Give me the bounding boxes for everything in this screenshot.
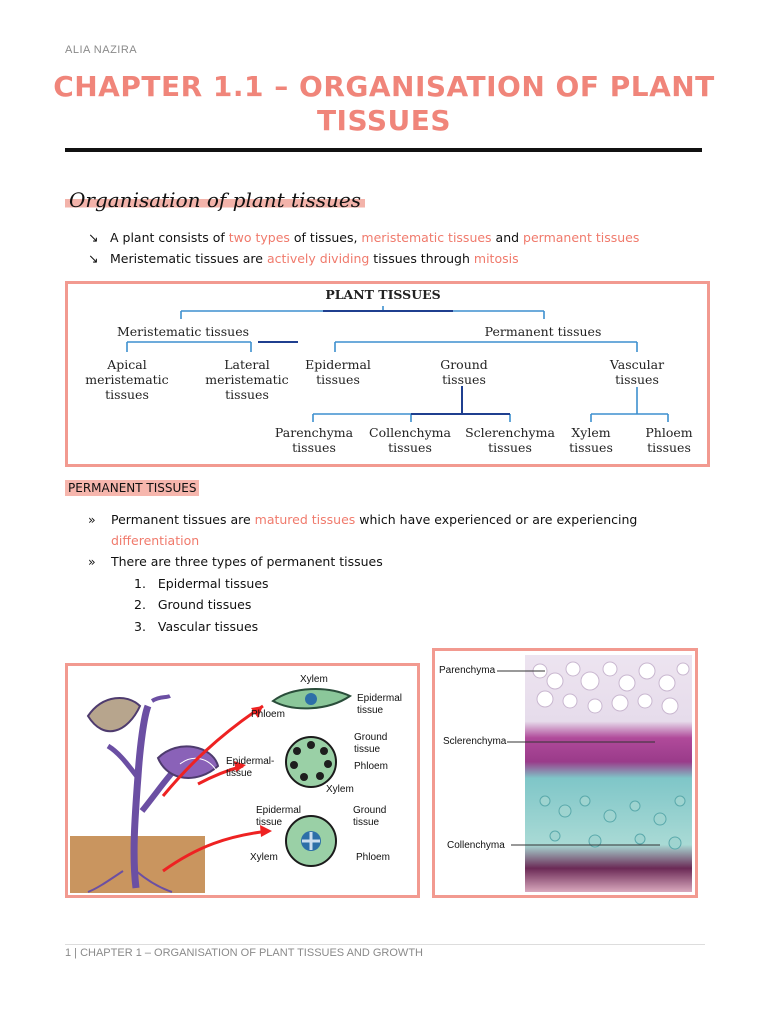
- plant-illustration: [70, 688, 353, 893]
- title-divider: [65, 148, 702, 152]
- section-title-permanent: PERMANENT TISSUES: [65, 480, 200, 496]
- perm-bullet-2: »There are three types of permanent tiss…: [88, 551, 383, 572]
- arrow-bullet-icon: ↘: [88, 251, 99, 266]
- page-title: CHAPTER 1.1 – ORGANISATION OF PLANT TISS…: [40, 70, 728, 138]
- label-phloem-bot: Phloem: [356, 852, 390, 863]
- node-plant-tissues: PLANT TISSUES: [325, 287, 441, 302]
- arrow-bullet-icon: ↘: [88, 230, 99, 245]
- perm-bullet-1-cont: differentiation: [111, 533, 200, 548]
- micrograph-figure: Parenchyma Sclerenchyma Collenchyma: [432, 648, 698, 898]
- section-subheading: Organisation of plant tissues: [65, 188, 366, 212]
- intro-bullet-1: ↘A plant consists of two types of tissue…: [88, 228, 639, 248]
- label-xylem-bot: Xylem: [250, 852, 278, 863]
- label-parenchyma: Parenchyma: [439, 665, 496, 676]
- label-xylem-mid: Xylem: [326, 784, 354, 795]
- label-phloem-mid: Phloem: [354, 761, 388, 772]
- diagram-connectors: [126, 306, 669, 422]
- footer-divider: [65, 944, 705, 945]
- node-meristematic: Meristematic tissues: [116, 324, 250, 339]
- node-permanent: Permanent tissues: [484, 324, 602, 339]
- label-sclerenchyma: Sclerenchyma: [443, 736, 507, 747]
- label-collenchyma: Collenchyma: [447, 840, 505, 851]
- perm-bullet-1: »Permanent tissues are matured tissues w…: [88, 509, 637, 530]
- title-line-1: CHAPTER 1.1 – ORGANISATION OF PLANT: [53, 70, 715, 103]
- page-footer: 1 | CHAPTER 1 – ORGANISATION OF PLANT TI…: [65, 947, 423, 959]
- intro-bullet-2: ↘Meristematic tissues are actively divid…: [88, 249, 519, 269]
- plant-tissues-diagram: PLANT TISSUES Meristematic tissues Perma…: [65, 281, 710, 467]
- label-xylem-top: Xylem: [300, 674, 328, 685]
- bullet-marker: »: [88, 512, 96, 527]
- perm-list-item-2: 2. Ground tissues: [134, 597, 252, 612]
- label-epidermal-mid: Epidermal-tissue: [226, 756, 275, 779]
- perm-list-item-1: 1. Epidermal tissues: [134, 576, 269, 591]
- bullet-marker: »: [88, 554, 96, 569]
- author-name: ALIA NAZIRA: [65, 44, 138, 56]
- title-line-2: TISSUES: [316, 104, 452, 137]
- perm-list-item-3: 3. Vascular tissues: [134, 619, 259, 634]
- label-phloem-top: Phloem: [251, 709, 285, 720]
- tissue-micrograph: [497, 655, 692, 892]
